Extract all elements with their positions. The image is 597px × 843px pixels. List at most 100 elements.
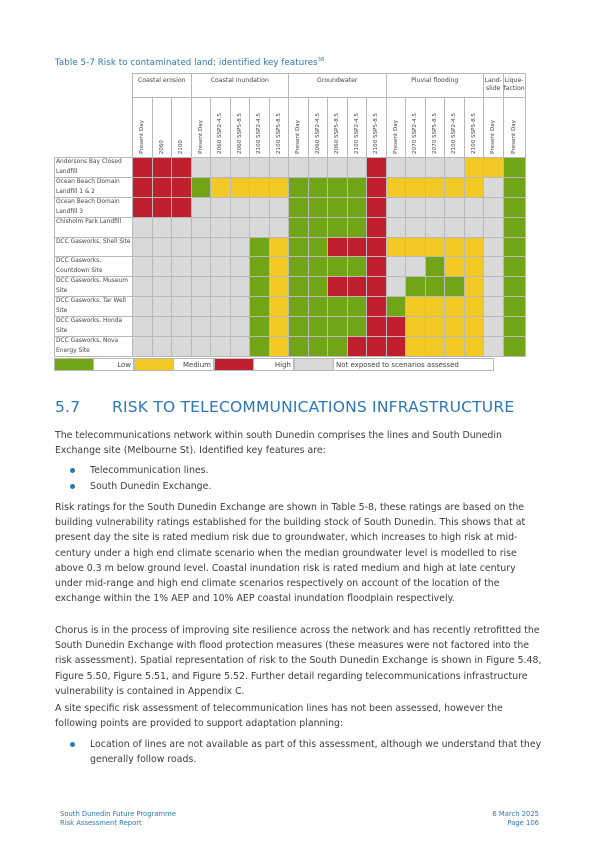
group-header: Lique-faction bbox=[502, 73, 526, 98]
risk-cell bbox=[502, 336, 526, 358]
footer-left: South Dunedin Future Programme Risk Asse… bbox=[60, 810, 176, 827]
risk-cell bbox=[249, 256, 270, 278]
risk-cell bbox=[288, 316, 309, 338]
risk-cell bbox=[307, 276, 328, 298]
scenario-header: Present Day bbox=[502, 97, 526, 158]
risk-cell bbox=[405, 256, 426, 278]
risk-cell bbox=[366, 276, 387, 298]
bullet-icon bbox=[70, 483, 75, 489]
risk-cell bbox=[483, 197, 504, 218]
risk-cell bbox=[268, 336, 289, 358]
risk-cell bbox=[327, 276, 348, 298]
risk-cell bbox=[502, 157, 526, 178]
scenario-header-label: 2060 bbox=[158, 139, 165, 154]
risk-cell bbox=[385, 177, 406, 198]
risk-cell bbox=[229, 256, 250, 278]
table-row: Chisholm Park Landfill bbox=[54, 217, 526, 238]
risk-cell bbox=[366, 177, 387, 198]
risk-cell bbox=[151, 296, 172, 318]
group-header: Coastal erosion bbox=[132, 73, 192, 98]
risk-cell bbox=[405, 236, 426, 258]
site-label: DCC Gasworks, Nova Energy Site bbox=[54, 336, 133, 358]
legend-swatch bbox=[294, 358, 334, 371]
risk-cell bbox=[385, 157, 406, 178]
risk-cell bbox=[249, 316, 270, 338]
risk-cell bbox=[346, 296, 367, 318]
section-number: 5.7 bbox=[55, 398, 81, 416]
footnote-ref[interactable]: 38 bbox=[317, 57, 325, 63]
scenario-header: 2060 SSP2-4.5 bbox=[210, 97, 231, 158]
risk-cell bbox=[268, 276, 289, 298]
risk-cell bbox=[229, 157, 250, 178]
risk-cell bbox=[171, 296, 192, 318]
risk-cell bbox=[171, 276, 192, 298]
risk-cell bbox=[307, 236, 328, 258]
footer-right: 6 March 2025 Page 106 bbox=[492, 810, 539, 827]
risk-cell bbox=[463, 276, 484, 298]
legend-label: High bbox=[254, 358, 294, 371]
risk-cell bbox=[229, 316, 250, 338]
risk-cell bbox=[171, 177, 192, 198]
risk-cell bbox=[307, 157, 328, 178]
risk-cell bbox=[424, 236, 445, 258]
scenario-header-label: 2060 SSP5-8.5 bbox=[334, 113, 341, 154]
bullet-icon bbox=[70, 742, 75, 747]
risk-cell bbox=[132, 316, 153, 338]
scenario-header: Present Day bbox=[288, 97, 309, 158]
risk-cell bbox=[444, 296, 465, 318]
scenario-header-label: 2100 SSP5-8.5 bbox=[275, 113, 282, 154]
risk-cell bbox=[405, 336, 426, 358]
risk-cell bbox=[288, 236, 309, 258]
table-row: DCC Gasworks, Shell Site bbox=[54, 236, 526, 258]
risk-cell bbox=[327, 177, 348, 198]
risk-cell bbox=[210, 256, 231, 278]
risk-cell bbox=[346, 316, 367, 338]
risk-cell bbox=[288, 217, 309, 238]
risk-cell bbox=[463, 217, 484, 238]
risk-cell bbox=[132, 236, 153, 258]
table-row: Ocean Beach Domain Landfill 3 bbox=[54, 197, 526, 218]
risk-cell bbox=[190, 217, 211, 238]
risk-cell bbox=[327, 316, 348, 338]
risk-cell bbox=[463, 157, 484, 178]
risk-cell bbox=[463, 316, 484, 338]
risk-cell bbox=[463, 236, 484, 258]
scenario-header-label: Present Day bbox=[295, 120, 302, 154]
risk-cell bbox=[229, 336, 250, 358]
risk-cell bbox=[190, 177, 211, 198]
scenario-header-label: 2060 SSP2-4.5 bbox=[217, 113, 224, 154]
risk-cell bbox=[385, 276, 406, 298]
risk-cell bbox=[405, 157, 426, 178]
risk-cell bbox=[268, 177, 289, 198]
scenario-header-label: Present Day bbox=[197, 120, 204, 154]
scenario-header: 2100 SSP2-4.5 bbox=[249, 97, 270, 158]
paragraph-lines: A site specific risk assessment of telec… bbox=[55, 703, 503, 730]
legend-swatch bbox=[134, 358, 174, 371]
scenario-header-label: Present Day bbox=[139, 120, 146, 154]
risk-cell bbox=[366, 236, 387, 258]
scenario-header-label: 2070 SSP2-4.5 bbox=[412, 113, 419, 154]
risk-cell bbox=[229, 177, 250, 198]
scenario-header: 2100 SSP5-8.5 bbox=[463, 97, 484, 158]
risk-cell bbox=[327, 197, 348, 218]
risk-cell bbox=[229, 296, 250, 318]
risk-cell bbox=[132, 217, 153, 238]
scenario-header: 2060 SSP5-8.5 bbox=[327, 97, 348, 158]
risk-cell bbox=[346, 157, 367, 178]
risk-cell bbox=[229, 236, 250, 258]
risk-cell bbox=[424, 276, 445, 298]
risk-cell bbox=[444, 236, 465, 258]
risk-cell bbox=[151, 336, 172, 358]
risk-cell bbox=[463, 177, 484, 198]
risk-cell bbox=[483, 217, 504, 238]
risk-cell bbox=[210, 316, 231, 338]
intro-paragraph: The telecommunications network within so… bbox=[55, 430, 502, 457]
scenario-header-label: 2060 SSP2-4.5 bbox=[314, 113, 321, 154]
risk-cell bbox=[307, 336, 328, 358]
legend-swatch bbox=[214, 358, 254, 371]
risk-cell bbox=[151, 197, 172, 218]
risk-cell bbox=[405, 316, 426, 338]
scenario-header: Present Day bbox=[483, 97, 504, 158]
risk-cell bbox=[327, 157, 348, 178]
